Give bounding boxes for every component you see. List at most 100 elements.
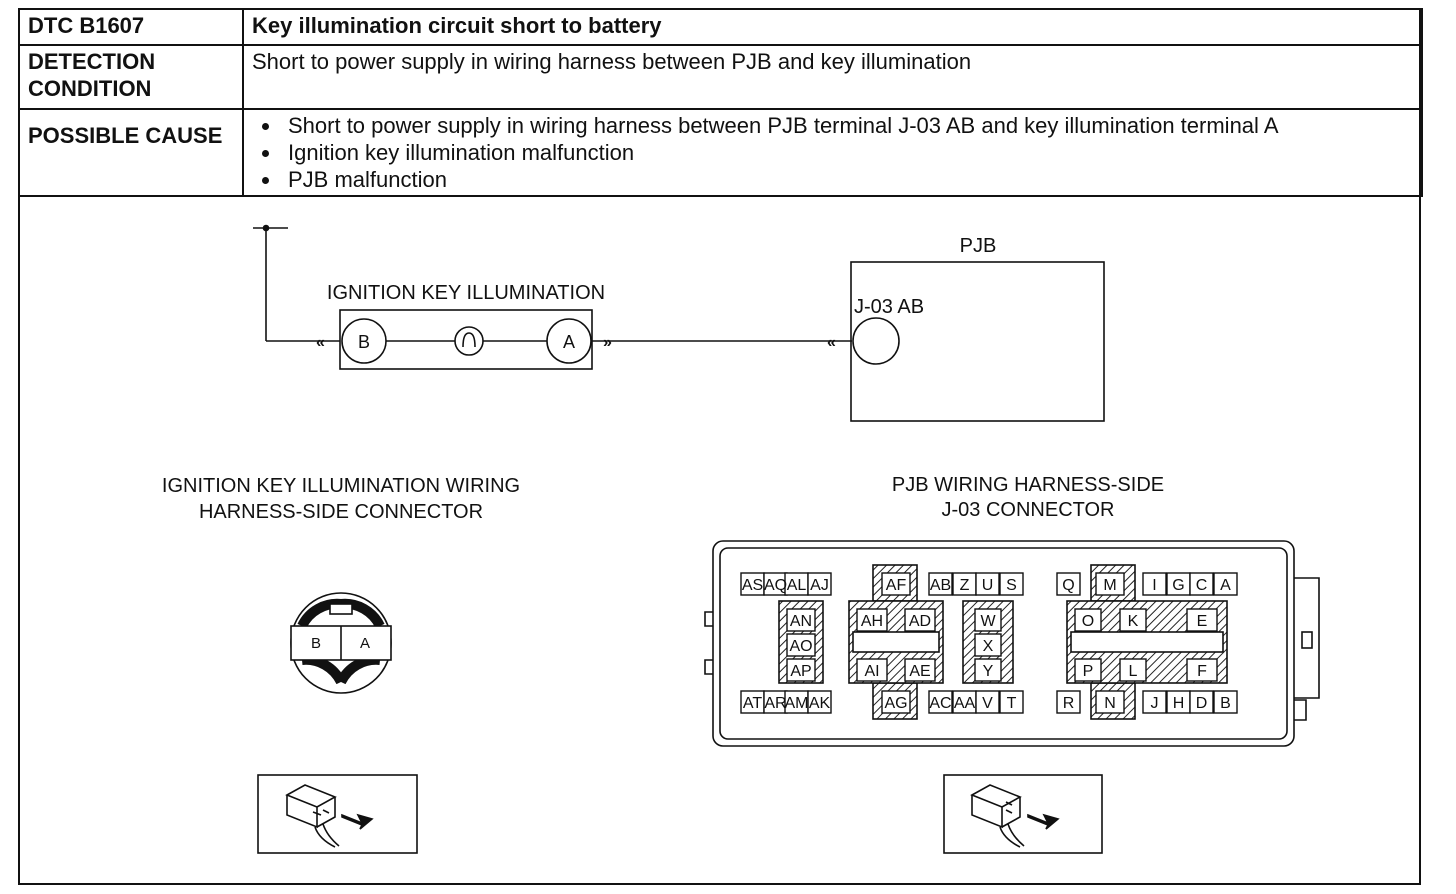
j03-pin-label: L bbox=[1129, 663, 1138, 680]
connector-mark-icon: « bbox=[316, 334, 325, 351]
view-direction-icon-right bbox=[943, 774, 1103, 854]
j03-pin-label: Y bbox=[983, 663, 994, 680]
j03-pin-label: AF bbox=[886, 577, 907, 594]
j03-lock-tab bbox=[1301, 631, 1313, 649]
j03-pin-label: W bbox=[980, 613, 996, 630]
j03-pin-label: AG bbox=[884, 695, 907, 712]
j03-pin-label: H bbox=[1173, 695, 1185, 712]
j03-pin-label: AO bbox=[789, 638, 812, 655]
bulb-filament-icon bbox=[462, 332, 476, 348]
j03-pin-label: D bbox=[1196, 695, 1208, 712]
view-direction-icon-left bbox=[257, 774, 418, 854]
left-connector-pin-a: A bbox=[360, 635, 370, 652]
j03-pin-label: AR bbox=[764, 695, 786, 712]
detection-condition-label: DETECTION CONDITION bbox=[18, 44, 244, 110]
j03-pin-label: R bbox=[1063, 695, 1075, 712]
j03-pin-label: AQ bbox=[764, 577, 787, 594]
j03-pin-label: C bbox=[1196, 577, 1208, 594]
j03-pin-cell bbox=[807, 690, 832, 714]
j03-pin-label: AN bbox=[790, 613, 812, 630]
j03-pin-cell bbox=[928, 690, 953, 714]
j03-pin-cell bbox=[975, 572, 1000, 596]
bulb-icon bbox=[454, 326, 484, 356]
j03-pin-cell bbox=[1189, 690, 1214, 714]
connector-chevrons: « » « bbox=[316, 334, 836, 351]
j03-pin-cell bbox=[928, 572, 953, 596]
j03-pin-cell bbox=[807, 572, 832, 596]
j03-pin-cell bbox=[786, 608, 816, 632]
pjb-box bbox=[850, 261, 1105, 422]
pjb-terminal-label: J-03 AB bbox=[854, 296, 924, 318]
dtc-title: Key illumination circuit short to batter… bbox=[242, 8, 1423, 46]
j03-pin-cell bbox=[974, 633, 1002, 657]
j03-pin-label: S bbox=[1006, 577, 1017, 594]
j03-pin-cell bbox=[1074, 608, 1102, 632]
key-illumination-box bbox=[339, 309, 593, 370]
j03-pin-cell bbox=[856, 608, 888, 632]
j03-pin-label: J bbox=[1151, 695, 1159, 712]
possible-cause-item: Ignition key illumination malfunction bbox=[282, 139, 1413, 166]
key-illumination-label: IGNITION KEY ILLUMINATION bbox=[327, 282, 605, 304]
j03-pin-label: AL bbox=[787, 577, 807, 594]
j03-pin-label: O bbox=[1082, 613, 1094, 630]
j03-pin-cell bbox=[786, 633, 816, 657]
j03-pin-label: A bbox=[1220, 577, 1231, 594]
possible-cause-list: Short to power supply in wiring harness … bbox=[252, 112, 1413, 193]
j03-pin-cell bbox=[999, 572, 1024, 596]
j03-pin-cell bbox=[856, 658, 888, 682]
pjb-label: PJB bbox=[960, 235, 997, 257]
j03-pin-label: AH bbox=[861, 613, 883, 630]
j03-pin-cell bbox=[1213, 690, 1238, 714]
possible-cause-item: PJB malfunction bbox=[282, 166, 1413, 193]
j03-pin-cell bbox=[1186, 608, 1218, 632]
dtc-table: DTC B1607 Key illumination circuit short… bbox=[18, 8, 1423, 197]
j03-pin-label: G bbox=[1172, 577, 1184, 594]
j03-pin-label: N bbox=[1104, 695, 1116, 712]
key-illumination-connector bbox=[290, 592, 392, 694]
possible-cause-cell: Short to power supply in wiring harness … bbox=[242, 108, 1423, 197]
j03-pin-cell bbox=[1074, 658, 1102, 682]
j03-pin-cell bbox=[974, 658, 1002, 682]
j03-pin-cell bbox=[1056, 572, 1081, 596]
pjb-terminal-j03-ab bbox=[852, 317, 900, 365]
j03-pin-cell bbox=[1119, 608, 1147, 632]
j03-pin-label: AS bbox=[742, 577, 763, 594]
j03-pin-label: F bbox=[1197, 663, 1207, 680]
j03-pin-label: V bbox=[982, 695, 993, 712]
j03-pin-label: AE bbox=[909, 663, 930, 680]
left-connector-title-line1: IGNITION KEY ILLUMINATION WIRING bbox=[162, 475, 520, 497]
j03-pin-label: AC bbox=[929, 695, 951, 712]
j03-pin-label: Z bbox=[960, 577, 970, 594]
possible-cause-item: Short to power supply in wiring harness … bbox=[282, 112, 1413, 139]
left-connector-pin-b: B bbox=[311, 635, 321, 652]
j03-pin-cell bbox=[1142, 572, 1167, 596]
j03-pin-cell bbox=[974, 608, 1002, 632]
j03-pin-label: I bbox=[1152, 577, 1156, 594]
right-connector-title-line1: PJB WIRING HARNESS-SIDE bbox=[892, 474, 1164, 496]
j03-pin-cell bbox=[1056, 690, 1081, 714]
dtc-code: DTC B1607 bbox=[18, 8, 244, 46]
j03-pin-label: E bbox=[1197, 613, 1208, 630]
j03-pin-label: K bbox=[1128, 613, 1139, 630]
j03-pin-label: X bbox=[983, 638, 994, 655]
j03-pin-cell bbox=[1142, 690, 1167, 714]
j03-pin-cell bbox=[881, 572, 911, 596]
right-connector-title-line2: J-03 CONNECTOR bbox=[942, 499, 1115, 521]
connector-mark-icon: » bbox=[603, 334, 612, 351]
j03-pin-cell bbox=[904, 658, 936, 682]
j03-pin-cell bbox=[1189, 572, 1214, 596]
j03-pin-label: AB bbox=[930, 577, 951, 594]
j03-pin-label: M bbox=[1103, 577, 1116, 594]
j03-pin-label: T bbox=[1007, 695, 1017, 712]
j03-pin-cell bbox=[786, 658, 816, 682]
j03-pin-label: AK bbox=[809, 695, 831, 712]
j03-pin-grid bbox=[740, 572, 1238, 714]
j03-pin-label: U bbox=[982, 577, 994, 594]
j03-pin-cell bbox=[1095, 690, 1125, 714]
j03-pin-cell bbox=[1095, 572, 1125, 596]
j03-pin-cell bbox=[999, 690, 1024, 714]
left-connector-title-line2: HARNESS-SIDE CONNECTOR bbox=[199, 501, 483, 523]
j03-pin-cell bbox=[881, 690, 911, 714]
